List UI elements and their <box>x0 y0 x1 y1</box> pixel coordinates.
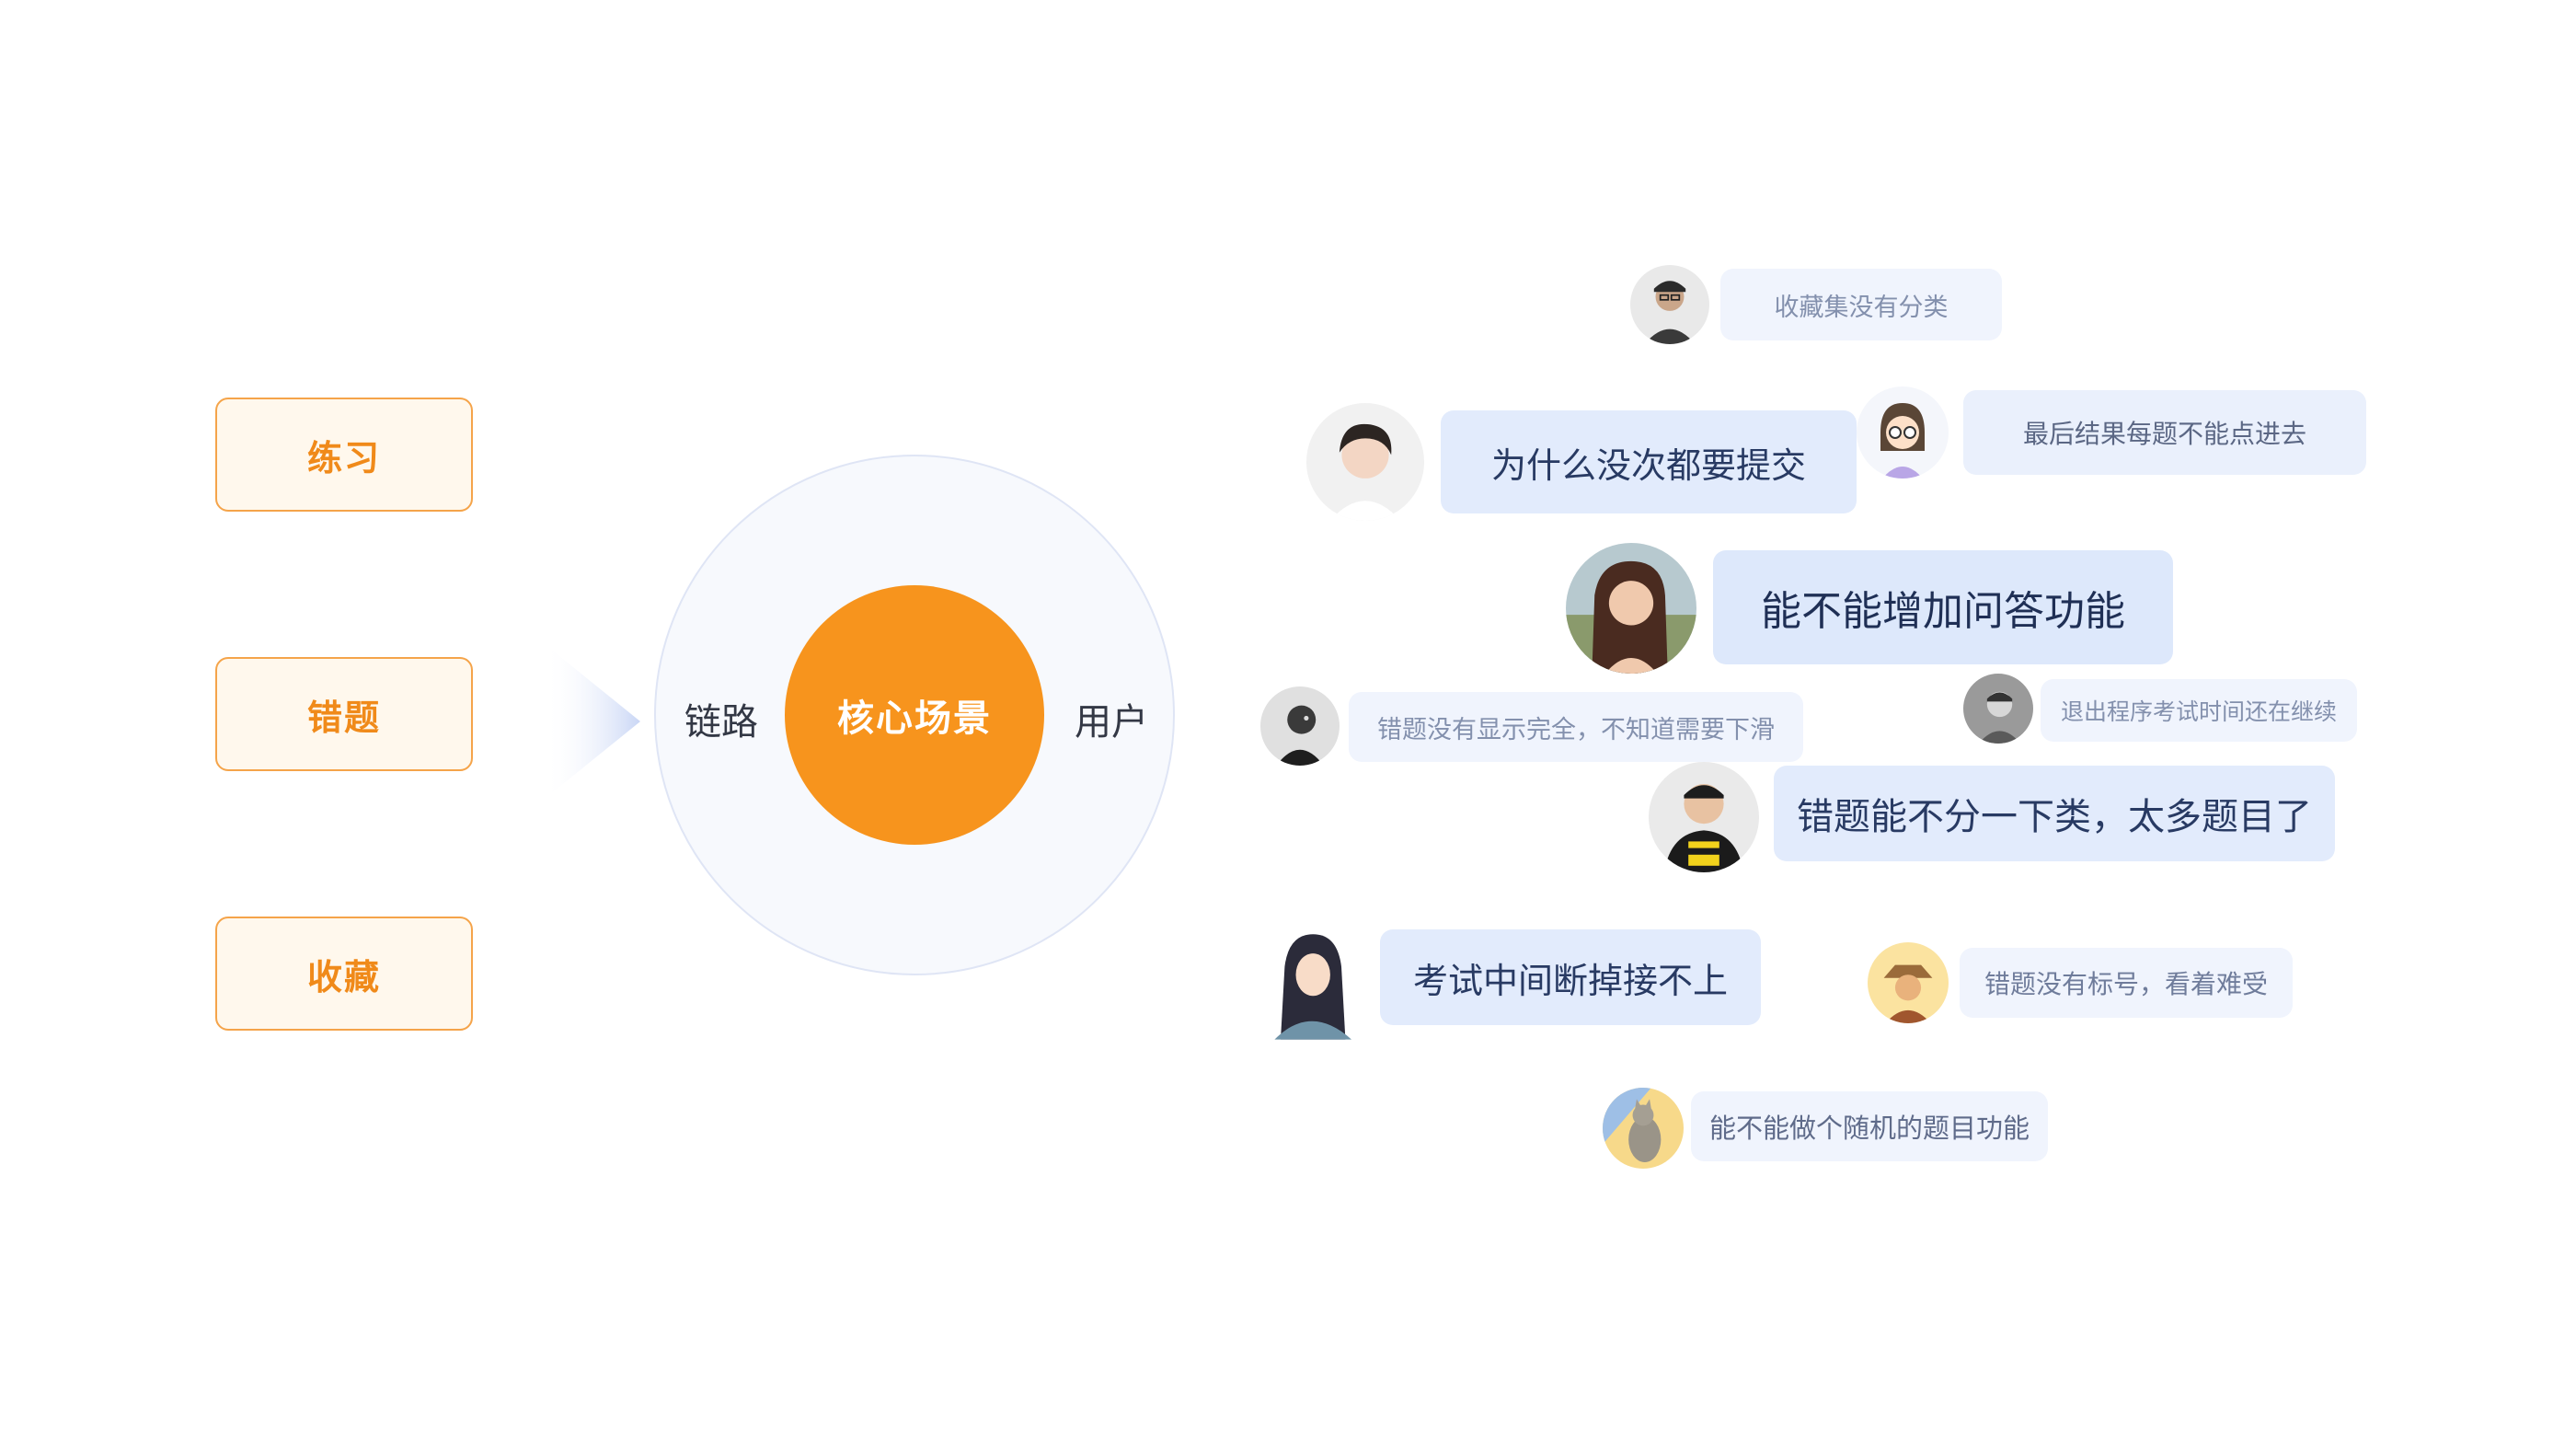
man-gray-avatar <box>1963 674 2033 744</box>
user-label: 用户 <box>1075 701 1148 744</box>
category-wrong-questions: 错题 <box>215 657 473 771</box>
feedback-bubble: 能不能做个随机的题目功能 <box>1691 1091 2048 1161</box>
feedback-bubble: 错题能不分一下类，太多题目了 <box>1774 766 2335 861</box>
woman-long-hair-avatar <box>1566 543 1696 674</box>
link-label: 链路 <box>684 701 758 744</box>
cartoon-girl-glasses-avatar <box>1857 386 1949 479</box>
core-scenario-circle: 核心场景 <box>785 585 1044 845</box>
feedback-bubble: 收藏集没有分类 <box>1720 269 2002 340</box>
illustrated-woman-avatar <box>1260 926 1362 1040</box>
category-practice: 练习 <box>215 398 473 512</box>
man-grayscale-avatar <box>1260 686 1340 766</box>
core-scenario-label: 核心场景 <box>837 698 992 740</box>
man-jersey-avatar <box>1649 762 1759 872</box>
cartoon-character-avatar <box>1868 942 1949 1023</box>
feedback-bubble: 错题没有标号，看着难受 <box>1960 948 2293 1018</box>
feedback-bubble: 退出程序考试时间还在继续 <box>2041 679 2357 742</box>
woman-short-hair-avatar <box>1306 403 1424 521</box>
feedback-bubble: 为什么没次都要提交 <box>1441 410 1857 513</box>
right-arrow-icon <box>545 644 640 799</box>
feedback-bubble: 能不能增加问答功能 <box>1713 550 2173 664</box>
category-favorites: 收藏 <box>215 917 473 1031</box>
feedback-bubble: 最后结果每题不能点进去 <box>1963 390 2366 475</box>
man-with-glasses-avatar <box>1630 265 1709 344</box>
cat-avatar <box>1603 1088 1684 1169</box>
feedback-bubble: 错题没有显示完全，不知道需要下滑 <box>1349 692 1803 762</box>
feedback-bubble: 考试中间断掉接不上 <box>1380 929 1761 1025</box>
